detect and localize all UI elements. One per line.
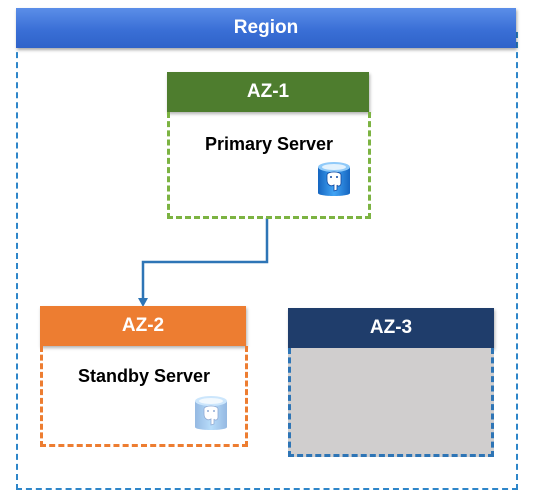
az-1-zone: AZ-1 Primary Server	[167, 72, 371, 219]
az-3-body	[288, 348, 494, 457]
connector-line	[141, 218, 269, 300]
az-2-zone: AZ-2 Standby Server	[40, 306, 248, 447]
region-header: Region	[16, 8, 516, 48]
az-3-zone: AZ-3	[288, 308, 494, 457]
postgresql-database-icon	[195, 396, 227, 430]
primary-server-label: Primary Server	[204, 134, 334, 154]
az-3-header: AZ-3	[288, 308, 494, 348]
az-2-body: Standby Server	[40, 346, 248, 447]
region-container: Region	[16, 8, 518, 490]
standby-server-label: Standby Server	[77, 366, 211, 386]
az-1-body: Primary Server	[167, 112, 371, 219]
az-2-header: AZ-2	[40, 306, 246, 346]
arrow-head-icon	[138, 298, 148, 307]
az-1-header: AZ-1	[167, 72, 369, 112]
postgresql-database-icon	[318, 162, 350, 196]
